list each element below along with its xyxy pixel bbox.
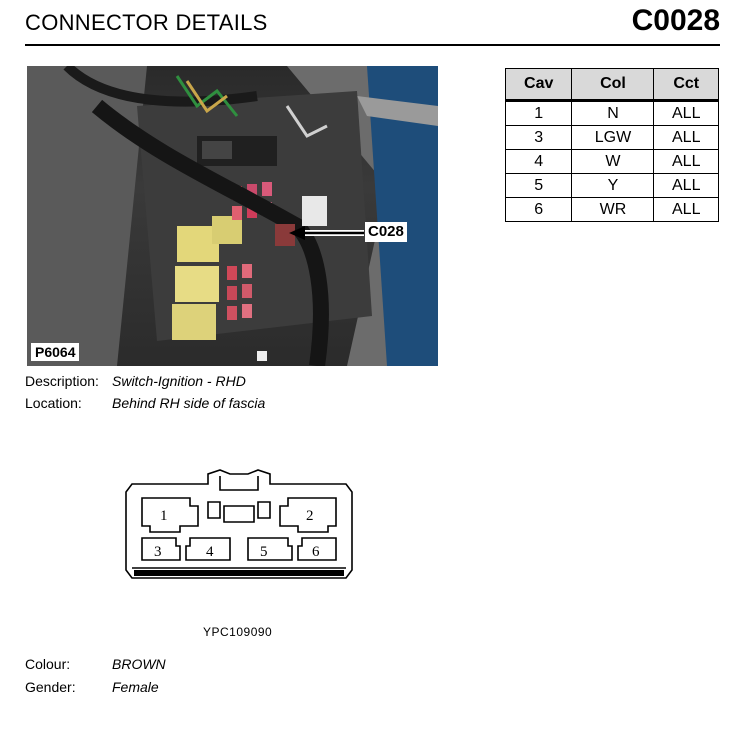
location-label: Location:: [25, 395, 82, 411]
colour-line: Colour: BROWN: [25, 656, 166, 672]
circuit-cell: ALL: [653, 197, 719, 222]
page-title: CONNECTOR DETAILS: [25, 10, 268, 35]
pin-table-header: Cav Col Cct: [504, 68, 719, 102]
gender-value: Female: [112, 679, 159, 695]
table-row: 5 Y ALL: [504, 173, 719, 198]
cavity-cell: 5: [504, 173, 573, 198]
pin-table: Cav Col Cct 1 N ALL 3 LGW ALL 4 W ALL 5 …: [504, 68, 719, 222]
circuit-cell: ALL: [653, 173, 719, 198]
colour-cell: LGW: [571, 125, 655, 150]
colour-cell: W: [571, 149, 655, 174]
header-colour: Col: [571, 68, 655, 102]
cavity-label-6: 6: [312, 544, 320, 560]
colour-value: BROWN: [112, 656, 166, 672]
cavity-label-3: 3: [154, 544, 162, 560]
cavity-cell: 6: [504, 197, 573, 222]
colour-cell: Y: [571, 173, 655, 198]
circuit-cell: ALL: [653, 149, 719, 174]
circuit-cell: ALL: [653, 100, 719, 126]
circuit-cell: ALL: [653, 125, 719, 150]
gender-label: Gender:: [25, 679, 76, 695]
location-line: Location: Behind RH side of fascia: [25, 395, 265, 411]
table-row: 3 LGW ALL: [504, 125, 719, 150]
connector-callout-label: C028: [365, 222, 407, 242]
photo-reference-label: P6064: [31, 343, 80, 361]
cavity-label-2: 2: [306, 508, 314, 524]
connector-outline: 1 2 3 4 5 6: [125, 469, 353, 579]
page-header: CONNECTOR DETAILS C0028: [25, 4, 720, 46]
colour-cell: WR: [571, 197, 655, 222]
table-row: 1 N ALL: [504, 100, 719, 126]
description-value: Switch-Ignition - RHD: [112, 373, 246, 389]
connector-face-diagram: 1 2 3 4 5 6: [120, 462, 360, 592]
cavity-label-1: 1: [160, 508, 168, 524]
photo-illustration: [27, 66, 438, 366]
connector-code: C0028: [631, 4, 720, 37]
table-row: 6 WR ALL: [504, 197, 719, 222]
colour-label: Colour:: [25, 656, 71, 672]
connector-location-photo: [27, 66, 438, 366]
location-value: Behind RH side of fascia: [112, 395, 266, 411]
cavity-label-4: 4: [206, 544, 214, 560]
colour-cell: N: [571, 100, 655, 126]
cavity-cell: 3: [504, 125, 573, 150]
connector-part-number: YPC109090: [203, 625, 273, 639]
description-line: Description: Switch-Ignition - RHD: [25, 373, 246, 389]
description-label: Description:: [25, 373, 99, 389]
table-row: 4 W ALL: [504, 149, 719, 174]
gender-line: Gender: Female: [25, 679, 159, 695]
cavity-cell: 1: [504, 100, 573, 126]
cavity-label-5: 5: [260, 544, 268, 560]
cavity-cell: 4: [504, 149, 573, 174]
header-circuit: Cct: [653, 68, 719, 102]
header-cavity: Cav: [504, 68, 573, 102]
